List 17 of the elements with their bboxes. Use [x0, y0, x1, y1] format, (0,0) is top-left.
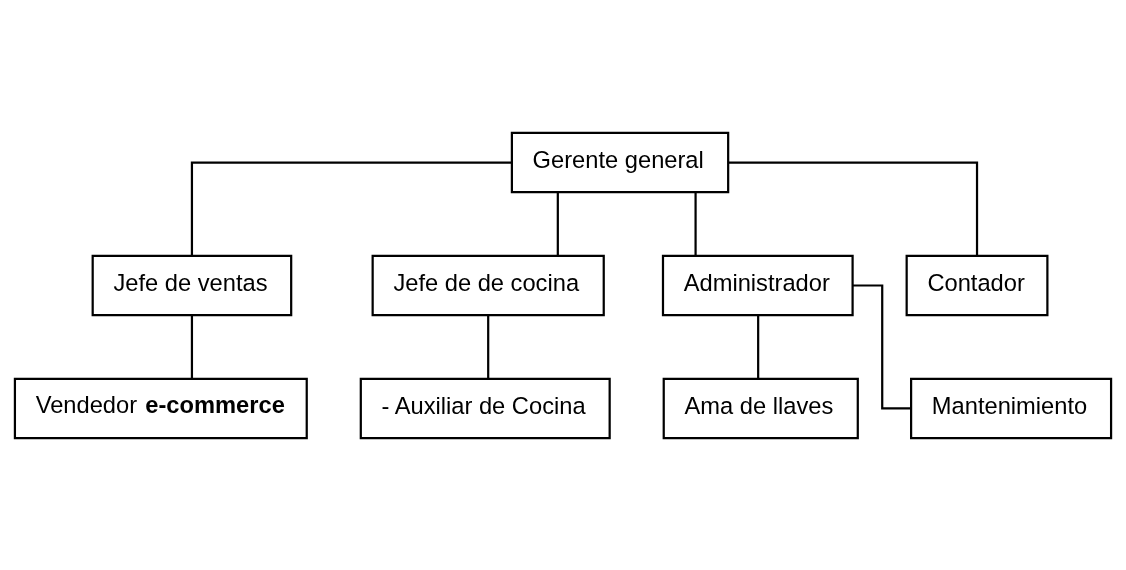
- node-box: Gerente general: [510, 131, 730, 193]
- connector: [190, 160, 512, 256]
- node-box: Vendedor e-commerce: [13, 377, 308, 439]
- node-box: - Auxiliar de Cocina: [359, 377, 611, 439]
- connector: [487, 314, 490, 379]
- node-box: Jefe de de cocina: [371, 254, 605, 316]
- node-box: Mantenimiento: [910, 377, 1113, 439]
- node-box: Contador: [905, 254, 1049, 316]
- node-box: Administrador: [661, 254, 854, 316]
- connector: [852, 283, 911, 410]
- node-box: Ama de llaves: [662, 377, 859, 439]
- connector: [556, 191, 559, 256]
- node-box: Jefe de ventas: [91, 254, 293, 316]
- connector: [728, 160, 979, 256]
- connector: [757, 314, 760, 379]
- connector: [694, 191, 697, 256]
- connector: [190, 314, 194, 379]
